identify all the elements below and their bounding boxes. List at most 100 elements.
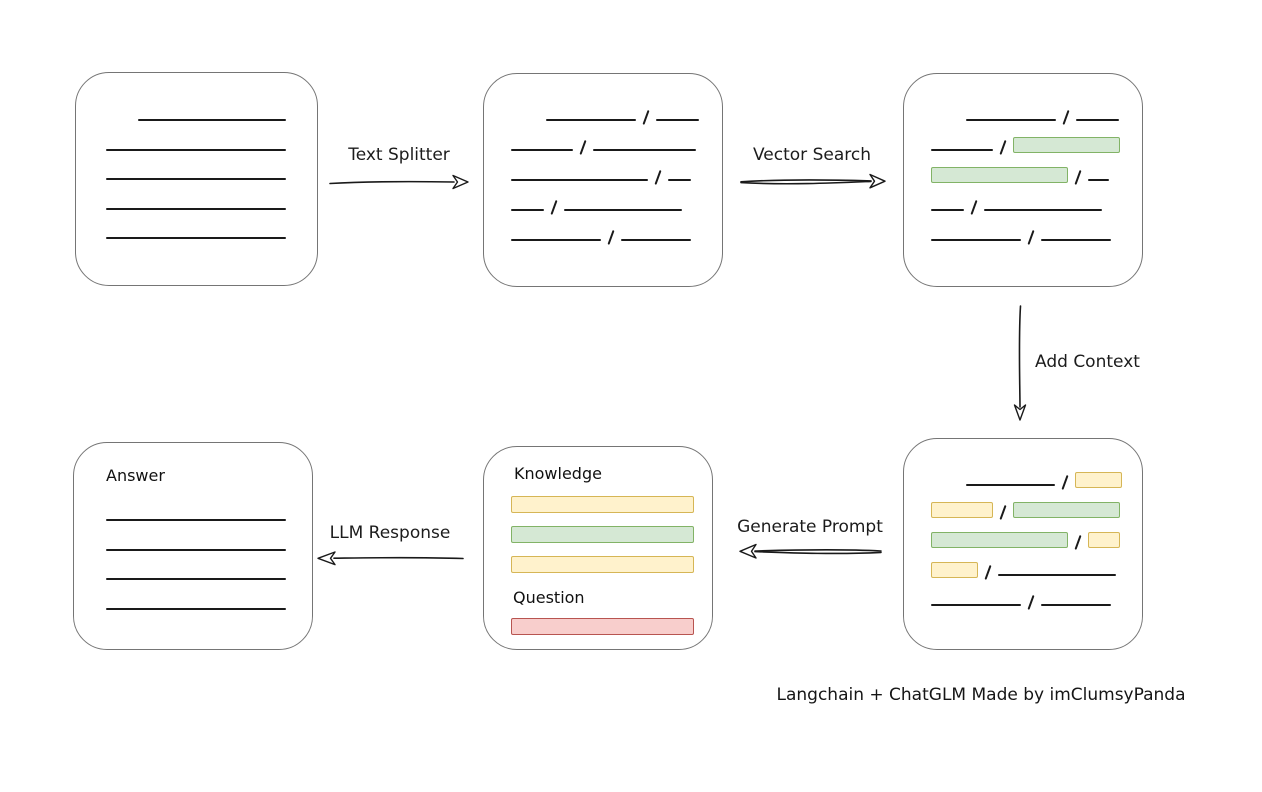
text-line bbox=[931, 209, 964, 211]
green-bar bbox=[511, 526, 694, 543]
text-line bbox=[984, 209, 1103, 211]
knowledge-title: Knowledge bbox=[514, 464, 602, 483]
slash-separator bbox=[984, 565, 992, 580]
answer-title: Answer bbox=[106, 466, 165, 485]
text-line bbox=[931, 149, 993, 151]
text-line bbox=[511, 149, 573, 151]
chunk-row bbox=[511, 95, 702, 125]
generate-prompt-label: Generate Prompt bbox=[737, 517, 883, 537]
text-line bbox=[106, 178, 286, 180]
slash-separator bbox=[642, 110, 650, 125]
vector-search-arrow-right-icon bbox=[740, 173, 886, 189]
indent-spacer bbox=[931, 124, 959, 125]
text-line bbox=[546, 119, 636, 121]
red-bar bbox=[511, 618, 694, 635]
text-line bbox=[931, 604, 1021, 606]
slash-separator bbox=[1074, 535, 1082, 550]
text-line bbox=[965, 484, 1056, 486]
question-bars bbox=[484, 618, 712, 635]
chunk-row bbox=[931, 490, 1122, 520]
slash-separator bbox=[550, 200, 558, 215]
slash-separator bbox=[607, 230, 615, 245]
green-highlight-chip bbox=[1013, 137, 1121, 153]
llm-response-label: LLM Response bbox=[329, 523, 451, 543]
text-line bbox=[106, 607, 286, 610]
chunk-row bbox=[511, 155, 702, 185]
text-line bbox=[1041, 239, 1112, 241]
yellow-highlight-chip bbox=[1075, 472, 1123, 488]
yellow-highlight-chip bbox=[931, 562, 978, 578]
chunk-row bbox=[931, 580, 1122, 610]
slash-separator bbox=[1061, 475, 1069, 490]
text-line bbox=[1076, 119, 1120, 121]
text-line bbox=[966, 119, 1056, 121]
text-line bbox=[998, 574, 1117, 576]
text-line bbox=[106, 207, 286, 210]
text-line bbox=[511, 179, 648, 181]
chunk-row bbox=[931, 95, 1122, 125]
generate-prompt-arrow-left-icon bbox=[739, 543, 882, 559]
text-line bbox=[1088, 179, 1110, 181]
knowledge-bars bbox=[484, 496, 712, 573]
chunk-row bbox=[931, 520, 1122, 550]
text-line bbox=[106, 548, 286, 551]
green-highlight-chip bbox=[1013, 502, 1121, 518]
chunk-rows bbox=[484, 74, 722, 245]
text-line bbox=[106, 519, 286, 521]
chunk-row bbox=[931, 460, 1123, 490]
text-splitter-label: Text Splitter bbox=[348, 145, 450, 165]
text-line bbox=[668, 179, 692, 181]
slash-separator bbox=[1074, 170, 1082, 185]
slash-separator bbox=[999, 505, 1007, 520]
slash-separator bbox=[579, 140, 587, 155]
split-chunks-box bbox=[483, 73, 723, 287]
text-line bbox=[138, 119, 286, 121]
answer-box: Answer bbox=[73, 442, 313, 650]
add-context-arrow-down-icon bbox=[1013, 305, 1027, 421]
document-text-lines bbox=[76, 73, 317, 239]
slash-separator bbox=[1027, 595, 1035, 610]
text-line bbox=[511, 239, 601, 241]
text-splitter-arrow-right-icon bbox=[329, 174, 469, 190]
text-line bbox=[931, 239, 1021, 241]
green-highlight-chip bbox=[931, 532, 1068, 548]
add-context-label: Add Context bbox=[1035, 352, 1140, 372]
vector-search-label: Vector Search bbox=[753, 145, 871, 165]
question-title: Question bbox=[513, 588, 585, 607]
text-line bbox=[593, 149, 697, 151]
yellow-bar bbox=[511, 556, 694, 573]
green-highlight-chip bbox=[931, 167, 1068, 183]
llm-response-arrow-left-icon bbox=[317, 551, 464, 566]
chunk-row bbox=[931, 215, 1122, 245]
answer-text-lines bbox=[74, 485, 312, 610]
chunk-rows bbox=[904, 74, 1142, 245]
indent-spacer bbox=[511, 124, 539, 125]
text-line bbox=[1041, 604, 1112, 606]
chunk-rows bbox=[904, 439, 1142, 610]
slash-separator bbox=[654, 170, 662, 185]
text-line bbox=[564, 209, 683, 211]
chunk-row bbox=[931, 155, 1122, 185]
diagram-caption: Langchain + ChatGLM Made by imClumsyPand… bbox=[776, 685, 1186, 705]
chunk-row bbox=[931, 550, 1122, 580]
text-line bbox=[106, 237, 286, 239]
text-line bbox=[106, 578, 286, 580]
indent-spacer bbox=[931, 489, 959, 490]
chunk-row bbox=[511, 185, 702, 215]
slash-separator bbox=[970, 200, 978, 215]
source-document-box bbox=[75, 72, 318, 286]
yellow-bar bbox=[511, 496, 694, 513]
yellow-highlight-chip bbox=[1088, 532, 1121, 548]
text-line bbox=[621, 239, 692, 241]
slash-separator bbox=[1062, 110, 1070, 125]
prompt-box: Knowledge Question bbox=[483, 446, 713, 650]
chunk-row bbox=[511, 215, 702, 245]
chunk-row bbox=[511, 125, 702, 155]
chunk-row bbox=[931, 125, 1122, 155]
slash-separator bbox=[999, 140, 1007, 155]
chunk-row bbox=[931, 185, 1122, 215]
slash-separator bbox=[1027, 230, 1035, 245]
context-chunks-box bbox=[903, 438, 1143, 650]
text-line bbox=[106, 148, 286, 151]
